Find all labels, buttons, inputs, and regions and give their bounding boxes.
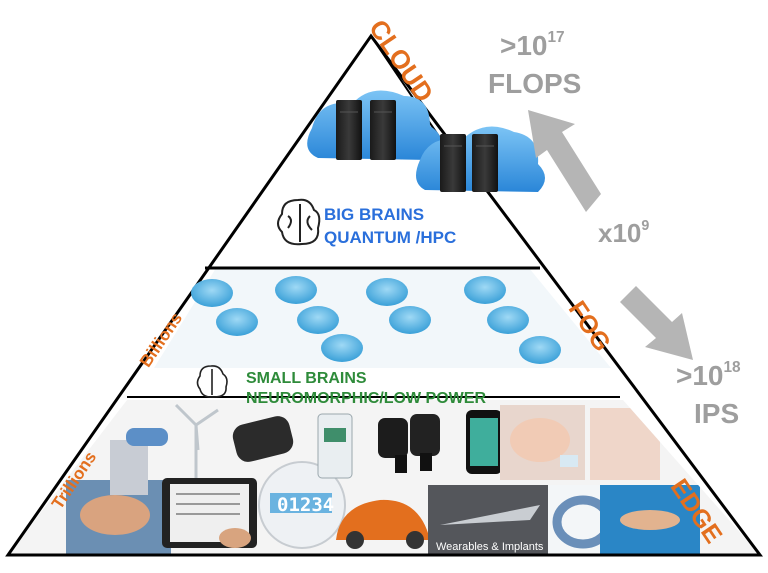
edge-device-collage: [0, 395, 768, 565]
small-brains-subtitle: NEUROMORPHIC/LOW POWER: [246, 390, 486, 408]
factor-exponent: 9: [641, 218, 649, 234]
ips-base: >10: [676, 360, 724, 391]
flops-exponent: 17: [548, 29, 565, 46]
ips-exponent: 18: [724, 359, 741, 376]
scale-factor: x109: [598, 218, 649, 249]
big-brains-subtitle: QUANTUM /HPC: [324, 228, 456, 248]
photo-baby-patch: [500, 405, 585, 480]
flops-unit: FLOPS: [488, 68, 581, 100]
photo-hand-implant: [590, 408, 660, 480]
ips-unit: IPS: [694, 398, 739, 430]
big-brain-icon: [278, 200, 319, 245]
flops-value: >1017: [500, 30, 565, 62]
edge-overlay-text: Wearables & Implants: [436, 541, 543, 553]
factor-base: x10: [598, 218, 641, 248]
smart-meter-display: 01234: [277, 494, 334, 516]
small-brains-title: SMALL BRAINS: [246, 370, 367, 388]
flops-base: >10: [500, 30, 548, 61]
big-brains-title: BIG BRAINS: [324, 205, 424, 225]
photo-phone-app: [466, 410, 502, 474]
arrow-up-to-cloud: [528, 110, 601, 212]
photo-tablet: [162, 478, 257, 548]
photo-fuel-pump: [318, 414, 352, 478]
small-brain-icon: [198, 366, 228, 397]
arrow-down-to-edge: [620, 286, 693, 360]
ips-value: >1018: [676, 360, 741, 392]
